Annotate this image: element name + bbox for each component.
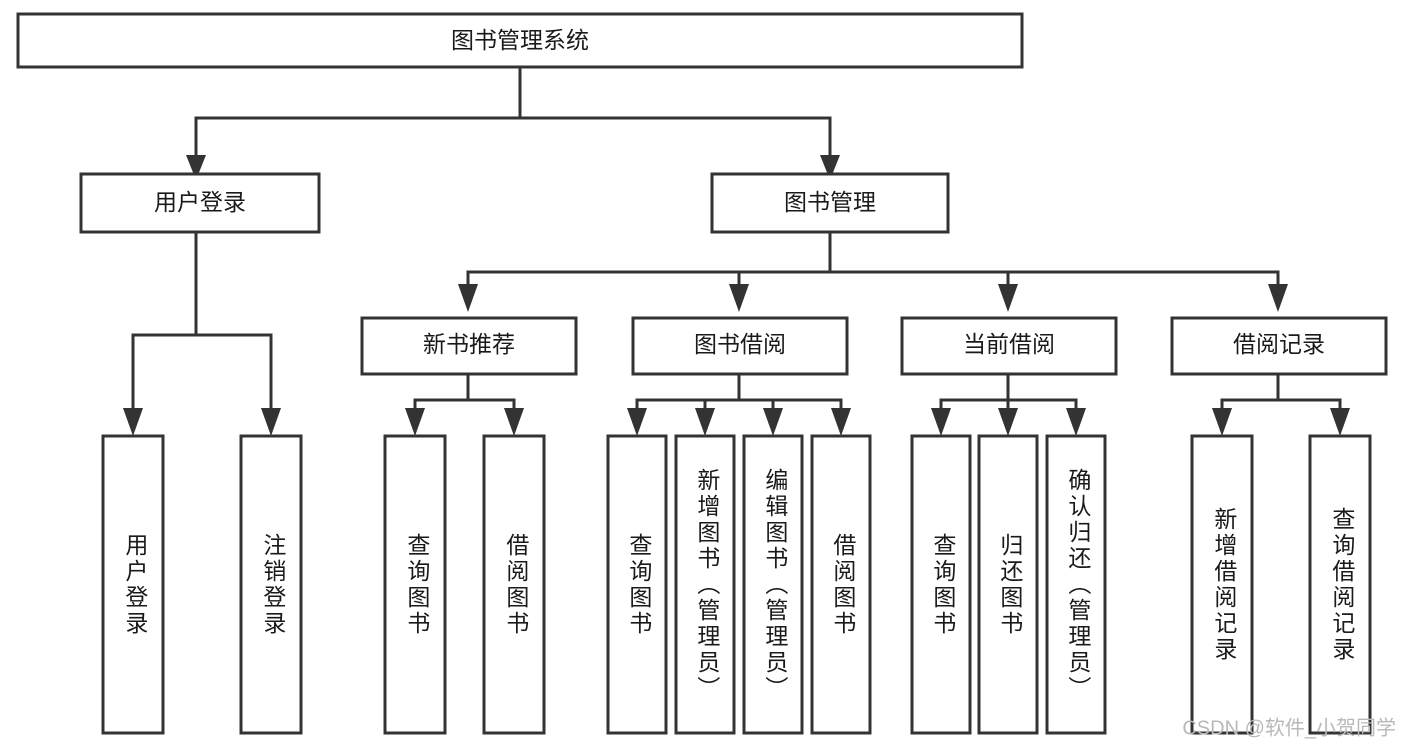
node-leaf-query-borrow-record-label: 查询借阅记录 <box>1329 507 1356 663</box>
node-root[interactable]: 图书管理系统 <box>16 12 1024 69</box>
arrowhead-leaf-query-book-2 <box>627 408 647 436</box>
node-leaf-query-book-3-label: 查询图书 <box>930 533 957 637</box>
node-leaf-query-book-2[interactable]: 查询图书 <box>606 434 668 735</box>
node-user-login-box[interactable] <box>79 172 321 234</box>
node-book-borrow-label: 图书借阅 <box>694 331 786 357</box>
node-leaf-add-book-box[interactable] <box>674 434 736 735</box>
node-new-book-recommend[interactable]: 新书推荐 <box>360 316 578 376</box>
node-borrow-record-box[interactable] <box>1170 316 1388 376</box>
node-user-login[interactable]: 用户登录 <box>79 172 321 234</box>
arrowhead-new-book-recommend <box>458 284 478 312</box>
arrowhead-current-borrow <box>998 284 1018 312</box>
node-current-borrow-label: 当前借阅 <box>963 331 1055 357</box>
node-leaf-borrow-book-1-label: 借阅图书 <box>503 533 530 637</box>
node-leaf-edit-book-box[interactable] <box>742 434 804 735</box>
node-book-manage[interactable]: 图书管理 <box>710 172 950 234</box>
node-leaf-add-borrow-record-label: 新增借阅记录 <box>1211 507 1238 663</box>
arrowhead-leaf-query-book-1 <box>405 408 425 436</box>
node-leaf-return-book-label: 归还图书 <box>997 533 1024 637</box>
node-leaf-user-login-label: 用户登录 <box>122 533 149 637</box>
node-book-manage-box[interactable] <box>710 172 950 234</box>
node-leaf-add-borrow-record-box[interactable] <box>1190 434 1254 735</box>
node-leaf-query-book-3-box[interactable] <box>910 434 972 735</box>
node-new-book-recommend-label: 新书推荐 <box>423 331 515 357</box>
node-leaf-borrow-book-2-box[interactable] <box>810 434 872 735</box>
node-borrow-record[interactable]: 借阅记录 <box>1170 316 1388 376</box>
arrowhead-leaf-query-book-3 <box>931 408 951 436</box>
arrowhead-leaf-return-book <box>998 408 1018 436</box>
node-leaf-borrow-book-2[interactable]: 借阅图书 <box>810 434 872 735</box>
arrowhead-borrow-record <box>1268 284 1288 312</box>
arrowhead-leaf-logout-login <box>261 408 281 436</box>
arrowhead-leaf-confirm-return <box>1066 408 1086 436</box>
csdn-watermark: CSDN @软件_小贺同学 <box>1182 716 1396 739</box>
arrowhead-leaf-borrow-book-1 <box>504 408 524 436</box>
node-current-borrow[interactable]: 当前借阅 <box>900 316 1118 376</box>
node-leaf-query-borrow-record[interactable]: 查询借阅记录 <box>1308 434 1372 735</box>
node-leaf-query-book-1-label: 查询图书 <box>404 533 431 637</box>
node-leaf-logout-login-box[interactable] <box>239 434 303 735</box>
node-leaf-confirm-return-label: 确认归还（管理员） <box>1065 468 1092 702</box>
arrowhead-leaf-edit-book <box>763 408 783 436</box>
node-leaf-edit-book[interactable]: 编辑图书（管理员） <box>742 434 804 735</box>
node-leaf-add-book[interactable]: 新增图书（管理员） <box>674 434 736 735</box>
node-borrow-record-label: 借阅记录 <box>1233 331 1325 357</box>
node-leaf-confirm-return-box[interactable] <box>1045 434 1107 735</box>
node-root-label: 图书管理系统 <box>451 27 589 53</box>
node-leaf-query-book-2-box[interactable] <box>606 434 668 735</box>
arrowhead-group <box>123 155 1350 436</box>
node-leaf-user-login-box[interactable] <box>101 434 165 735</box>
arrowhead-book-borrow <box>729 284 749 312</box>
arrowhead-leaf-borrow-book-2 <box>831 408 851 436</box>
node-leaf-borrow-book-1[interactable]: 借阅图书 <box>482 434 546 735</box>
node-leaf-confirm-return[interactable]: 确认归还（管理员） <box>1045 434 1107 735</box>
node-leaf-logout-login[interactable]: 注销登录 <box>239 434 303 735</box>
node-leaf-return-book[interactable]: 归还图书 <box>977 434 1039 735</box>
node-leaf-query-book-3[interactable]: 查询图书 <box>910 434 972 735</box>
node-current-borrow-box[interactable] <box>900 316 1118 376</box>
node-root-box[interactable] <box>16 12 1024 69</box>
arrowhead-user-login <box>186 155 206 180</box>
arrowhead-leaf-add-book <box>695 408 715 436</box>
node-user-login-label: 用户登录 <box>154 189 246 215</box>
node-book-manage-label: 图书管理 <box>784 189 876 215</box>
node-book-borrow[interactable]: 图书借阅 <box>631 316 849 376</box>
node-leaf-borrow-book-2-label: 借阅图书 <box>830 533 857 637</box>
node-leaf-query-book-1-box[interactable] <box>383 434 447 735</box>
node-book-borrow-box[interactable] <box>631 316 849 376</box>
arrowhead-leaf-user-login <box>123 408 143 436</box>
node-leaf-add-book-label: 新增图书（管理员） <box>694 468 721 702</box>
node-leaf-edit-book-label: 编辑图书（管理员） <box>762 468 789 702</box>
node-leaf-return-book-box[interactable] <box>977 434 1039 735</box>
node-leaf-query-book-2-label: 查询图书 <box>626 533 653 637</box>
arrowhead-book-manage <box>820 155 840 180</box>
node-leaf-query-borrow-record-box[interactable] <box>1308 434 1372 735</box>
arrowhead-leaf-add-borrow-record <box>1212 408 1232 436</box>
arrowhead-leaf-query-borrow-record <box>1330 408 1350 436</box>
node-leaf-add-borrow-record[interactable]: 新增借阅记录 <box>1190 434 1254 735</box>
node-leaf-user-login[interactable]: 用户登录 <box>101 434 165 735</box>
node-leaf-logout-login-label: 注销登录 <box>260 533 287 637</box>
node-leaf-query-book-1[interactable]: 查询图书 <box>383 434 447 735</box>
node-new-book-recommend-box[interactable] <box>360 316 578 376</box>
node-leaf-borrow-book-1-box[interactable] <box>482 434 546 735</box>
